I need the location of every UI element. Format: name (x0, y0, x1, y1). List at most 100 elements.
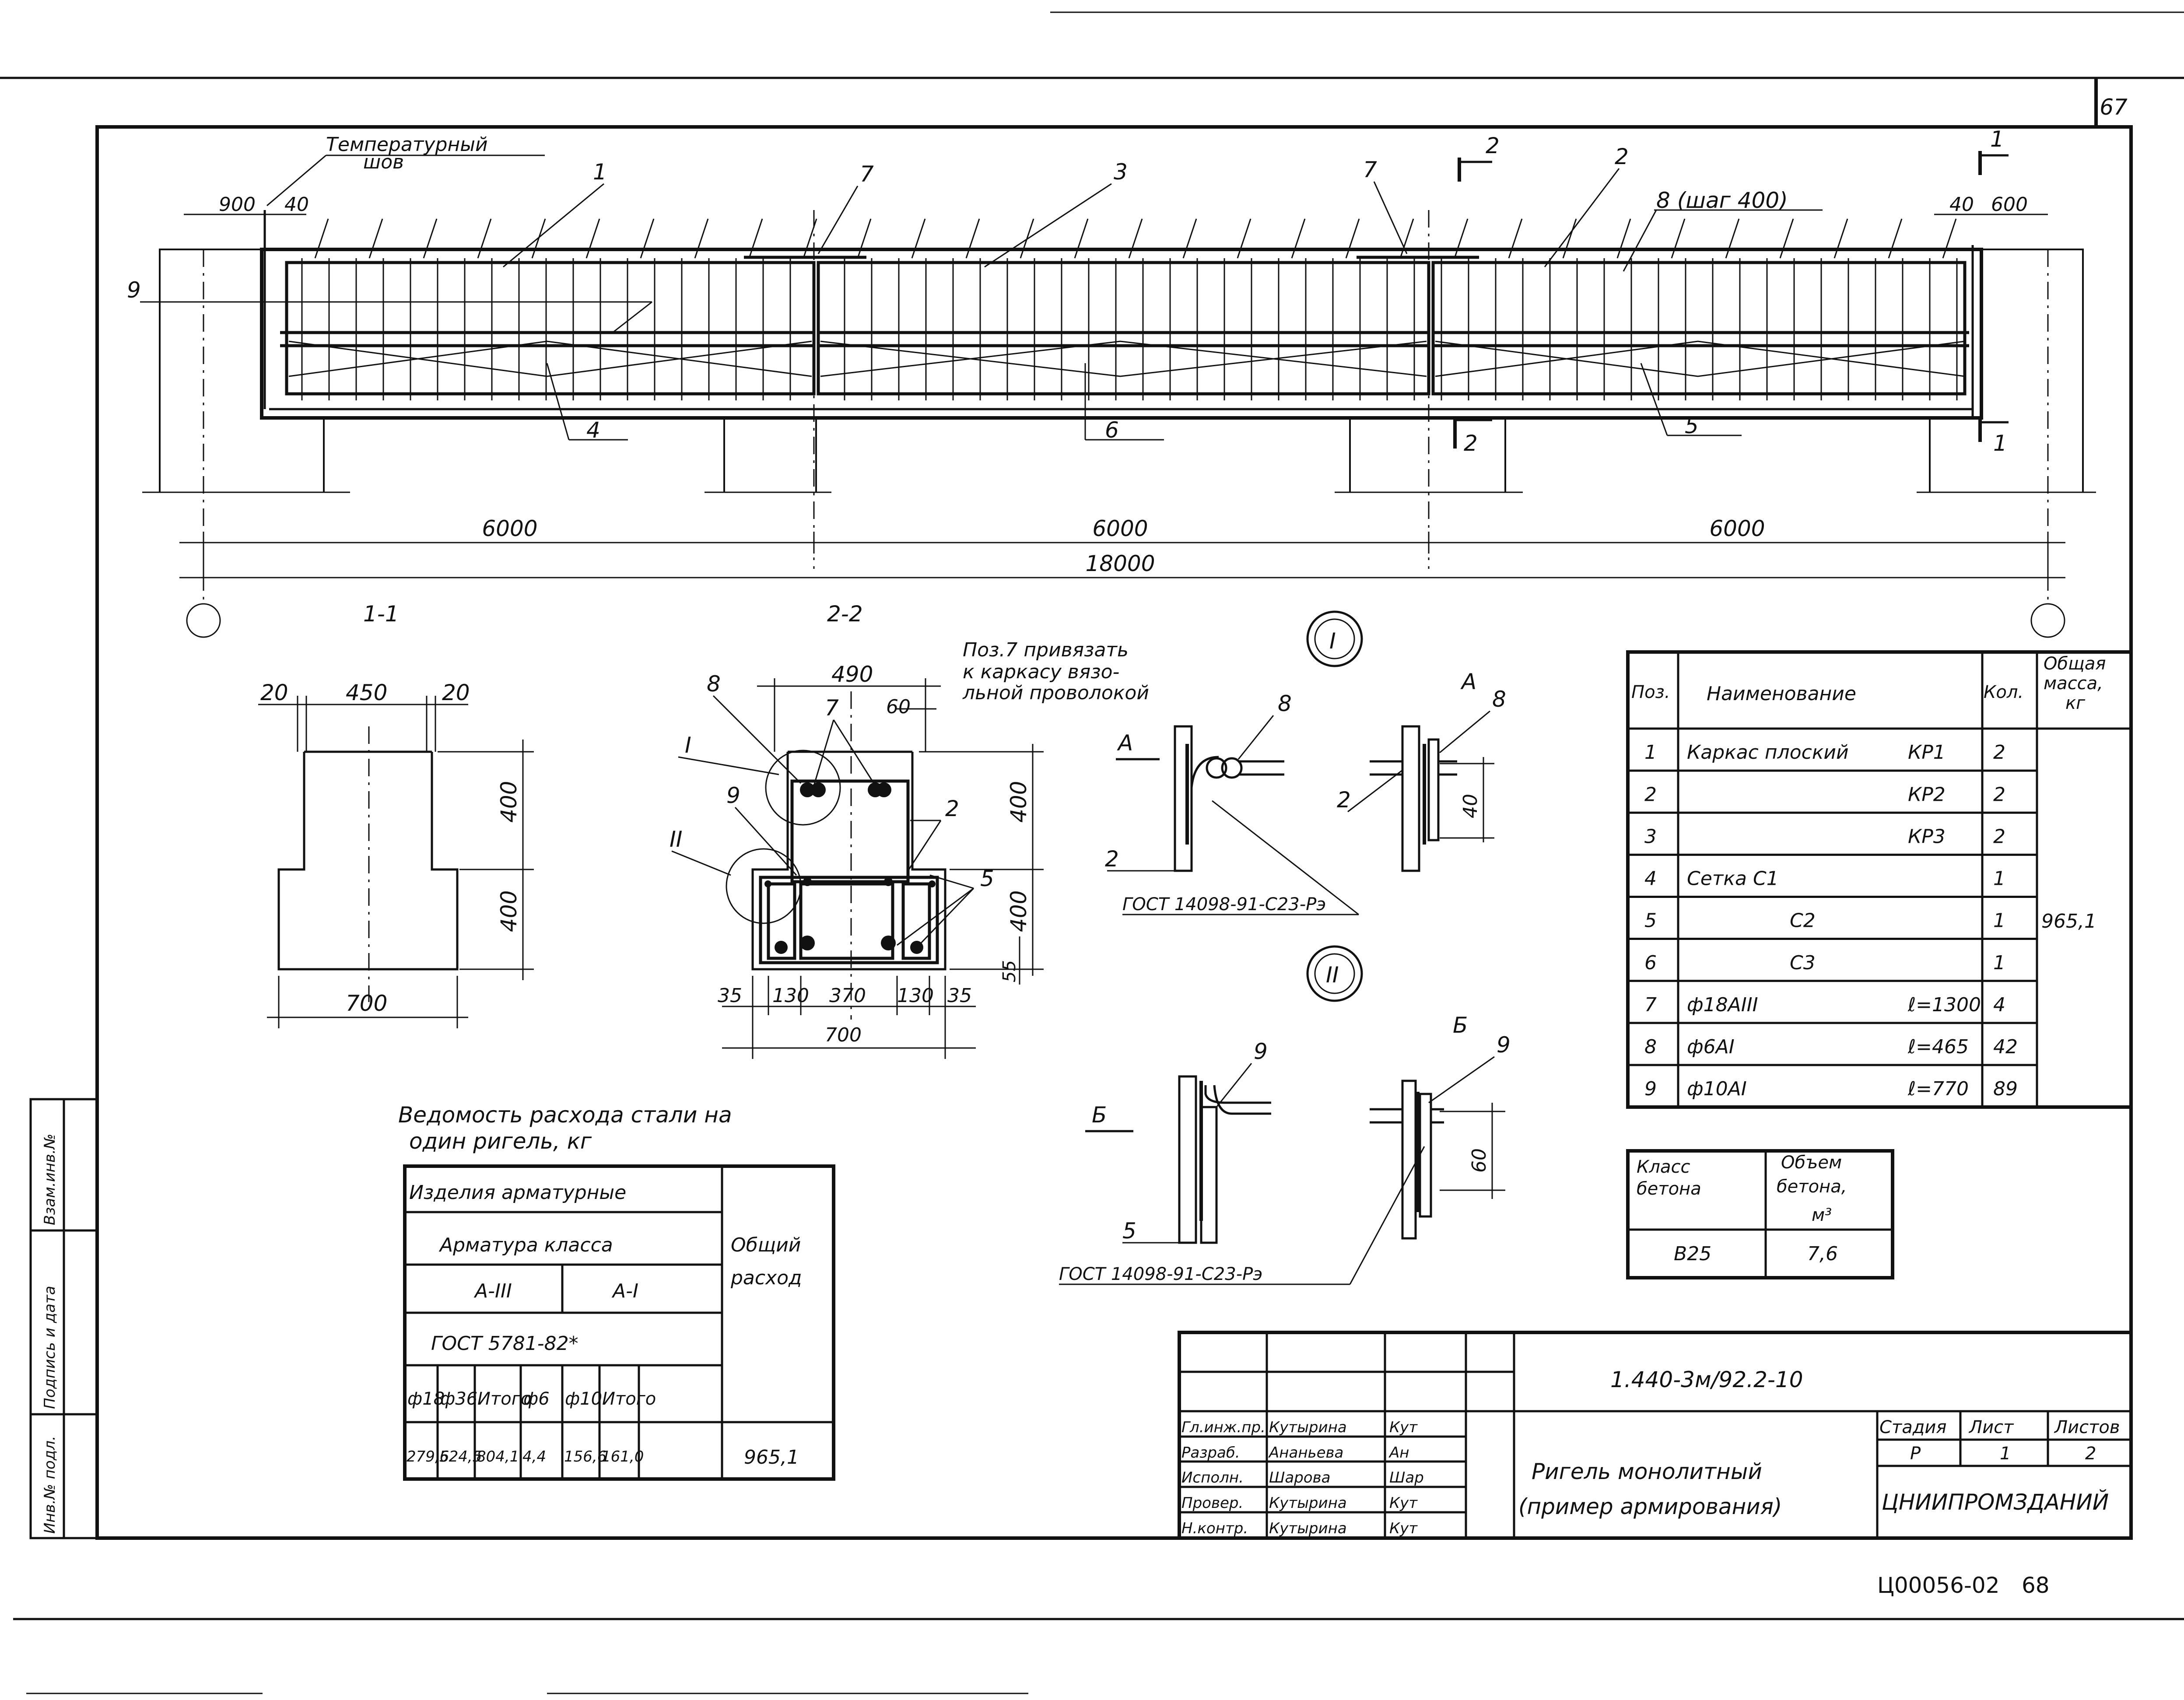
tie-line (640, 218, 655, 259)
tb-sign: Кут (1389, 1419, 1418, 1436)
svg-text:55: 55 (999, 960, 1020, 982)
svg-text:370: 370 (829, 985, 866, 1007)
tb-sign: Кут (1389, 1520, 1418, 1537)
svg-text:600: 600 (1991, 193, 2028, 216)
tb-name: Кутырина (1269, 1494, 1347, 1512)
svg-text:450: 450 (346, 680, 387, 705)
tie-line (1888, 218, 1903, 259)
svg-text:А-I: А-I (611, 1280, 638, 1302)
svg-text:4: 4 (586, 417, 600, 443)
steel-col-head: Итого (477, 1389, 531, 1409)
svg-text:шов: шов (363, 151, 404, 173)
svg-text:2: 2 (2085, 1444, 2096, 1464)
spec-name: С3 (1790, 952, 1816, 974)
svg-text:20: 20 (260, 680, 288, 705)
spec-table: Поз. Наименование Кол. Общая масса, кг 1… (1626, 650, 2133, 1109)
stirrups-pos-8 (301, 258, 1958, 400)
spec-mark: ℓ=465 (1907, 1036, 1969, 1058)
svg-text:7: 7 (860, 161, 874, 187)
svg-text:700: 700 (825, 1024, 862, 1046)
tb-sign: Ан (1388, 1444, 1409, 1462)
tie-line (1237, 218, 1252, 259)
svg-text:ЦНИИПРОМЗДАНИЙ: ЦНИИПРОМЗДАНИЙ (1882, 1489, 2109, 1515)
svg-text:400: 400 (1006, 890, 1031, 932)
svg-text:Температурный: Температурный (326, 133, 488, 156)
title-block: 1.440-3м/92.2-10 Ригель монолитный (прим… (1178, 1331, 2133, 1540)
spec-mark: КР1 (1908, 741, 1946, 764)
tie-line (1671, 218, 1686, 259)
svg-text:130: 130 (897, 985, 934, 1007)
svg-text:льной проволокой: льной проволокой (962, 682, 1149, 704)
svg-text:35: 35 (947, 985, 972, 1007)
svg-text:7,6: 7,6 (1807, 1243, 1838, 1265)
svg-text:9: 9 (726, 783, 740, 808)
svg-text:6000: 6000 (1092, 516, 1148, 541)
svg-text:2: 2 (1615, 144, 1629, 169)
spec-pos: 7 (1644, 994, 1657, 1016)
svg-text:40: 40 (1949, 193, 1974, 216)
svg-text:6000: 6000 (1709, 516, 1765, 541)
tie-line (748, 218, 763, 259)
spec-name: Сетка С1 (1687, 868, 1779, 890)
tie-line (1399, 218, 1414, 259)
svg-text:20: 20 (442, 680, 470, 705)
tie-line (965, 218, 980, 259)
svg-text:1: 1 (2000, 1444, 2011, 1464)
svg-text:Лист: Лист (1968, 1417, 2014, 1437)
spec-qty: 1 (1993, 910, 2005, 932)
tie-line (314, 218, 329, 259)
svg-text:8 (шаг 400): 8 (шаг 400) (1656, 188, 1788, 213)
svg-text:А: А (1460, 669, 1476, 694)
svg-text:400: 400 (496, 890, 522, 932)
svg-text:Кол.: Кол. (1984, 682, 2023, 702)
tb-name: Шарова (1269, 1469, 1330, 1486)
steel-cell: 804,1 (477, 1448, 519, 1465)
svg-text:6000: 6000 (482, 516, 537, 541)
svg-text:18000: 18000 (1085, 551, 1155, 576)
svg-text:5: 5 (980, 866, 994, 891)
svg-text:2: 2 (1486, 133, 1500, 158)
spec-name: Каркас плоский (1687, 741, 1849, 764)
svg-text:900: 900 (219, 193, 256, 216)
svg-text:кг: кг (2065, 693, 2086, 713)
tie-line (1725, 218, 1740, 259)
page-corner-number: 67 (2100, 95, 2128, 120)
svg-text:40: 40 (284, 193, 309, 216)
tie-line (423, 218, 438, 259)
tie-line (1128, 218, 1143, 259)
tie-line (1562, 218, 1577, 259)
svg-text:В25: В25 (1674, 1243, 1711, 1265)
svg-text:965,1: 965,1 (2041, 910, 2096, 932)
spec-pos: 4 (1644, 868, 1657, 890)
svg-text:Б: Б (1453, 1013, 1468, 1038)
svg-text:3: 3 (1114, 159, 1128, 185)
svg-text:1: 1 (1990, 126, 2004, 152)
scan-edges (0, 11, 2184, 1694)
tb-role: Н.контр. (1181, 1520, 1248, 1537)
tie-line (368, 218, 383, 259)
spec-pos: 2 (1644, 783, 1657, 806)
steel-table: Ведомость расхода стали на один ригель, … (398, 1102, 835, 1481)
svg-text:35: 35 (718, 985, 742, 1007)
tb-role: Разраб. (1181, 1444, 1240, 1462)
spec-name: ф18АIII (1687, 994, 1758, 1016)
steel-col-head: ф18 (407, 1389, 445, 1409)
tb-name: Кутырина (1269, 1419, 1347, 1436)
stamp-page: 68 (2022, 1573, 2050, 1598)
tb-sign: Шар (1389, 1469, 1424, 1486)
side-stamp: Взам.инв.№ Подпись и дата Инв.№ подл. (29, 1098, 98, 1539)
spec-qty: 4 (1993, 994, 2005, 1016)
svg-text:Общая: Общая (2044, 654, 2106, 674)
svg-text:2: 2 (1337, 787, 1351, 813)
svg-text:Взам.инв.№: Взам.инв.№ (41, 1134, 59, 1225)
svg-text:Наименование: Наименование (1707, 683, 1856, 705)
svg-text:расход: расход (730, 1267, 802, 1289)
ties-pos-9 (314, 218, 1957, 259)
svg-text:400: 400 (496, 781, 522, 823)
tie-line (911, 218, 926, 259)
spec-pos: 3 (1644, 825, 1657, 848)
svg-text:А: А (1117, 730, 1133, 756)
spec-pos: 6 (1644, 952, 1657, 974)
svg-text:130: 130 (772, 985, 809, 1007)
